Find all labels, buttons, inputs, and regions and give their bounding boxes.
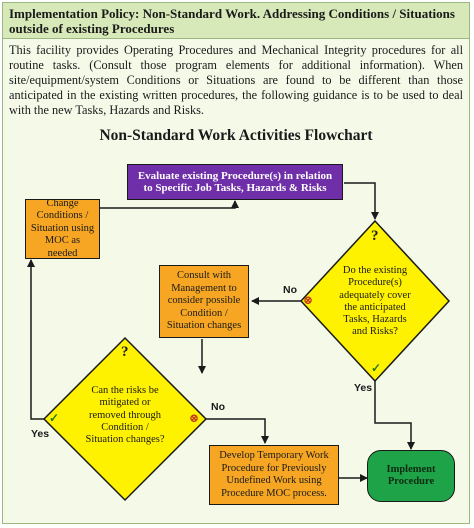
evaluate-procedure-box: Evaluate existing Procedure(s) in relati…	[127, 164, 343, 200]
arrow-decision-yes-to-implement	[374, 381, 415, 450]
flowchart-title: Non-Standard Work Activities Flowchart	[99, 127, 373, 144]
question-mark-icon: ?	[121, 344, 129, 360]
check-mark-icon: ✓	[49, 411, 60, 425]
arrow-mitigate-yes-to-change	[27, 259, 44, 420]
cross-mark-icon: ⊗	[303, 293, 314, 307]
cross-mark-icon: ⊗	[189, 411, 200, 425]
label-no-adequate: No	[283, 284, 297, 296]
check-mark-icon: ✓	[371, 361, 382, 375]
policy-header: Implementation Policy: Non-Standard Work…	[3, 3, 469, 39]
policy-panel: Implementation Policy: Non-Standard Work…	[2, 2, 470, 524]
arrow-mitigate-no-to-develop	[206, 418, 269, 444]
label-yes-mitigate: Yes	[31, 428, 50, 440]
label-no-mitigate: No	[211, 401, 225, 413]
decision-mitigate-diamond	[42, 336, 208, 502]
implement-procedure-box: Implement Procedure	[367, 450, 455, 502]
develop-procedure-box: Develop Temporary Work Procedure for Pre…	[209, 445, 339, 505]
label-yes-adequate: Yes	[354, 382, 373, 394]
flowchart-connectors	[27, 182, 451, 502]
change-conditions-box: Change Conditions / Situation using MOC …	[25, 198, 100, 259]
intro-paragraph: This facility provides Operating Procedu…	[9, 43, 463, 117]
decision-mitigate-text: Can the risks be mitigated or removed th…	[85, 385, 165, 446]
consult-management-box: Consult with Management to consider poss…	[159, 265, 249, 338]
arrow-evaluate-to-decision	[344, 182, 379, 220]
question-mark-icon: ?	[371, 228, 379, 244]
decision-adequate-text: Do the existing Procedure(s) adequately …	[339, 265, 411, 338]
